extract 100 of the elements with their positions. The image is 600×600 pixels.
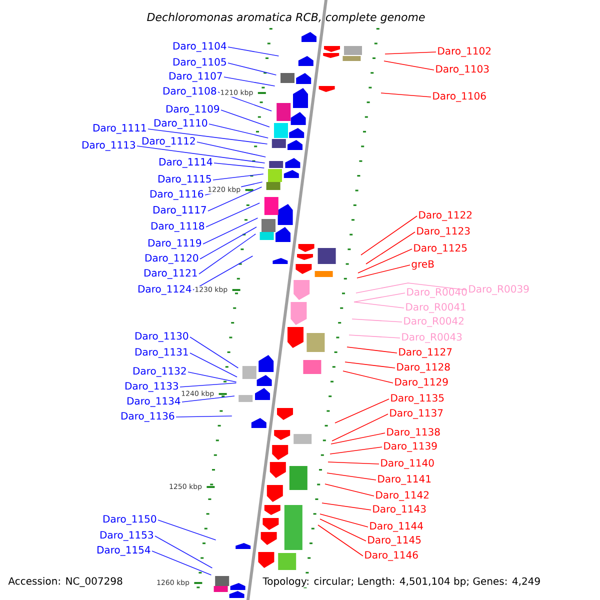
- gene-label: Daro_1145: [368, 536, 421, 546]
- gene-label: Daro_1105: [174, 58, 226, 68]
- leader-line: [188, 372, 237, 382]
- leader-line: [356, 282, 468, 294]
- gene-label: Daro_1130: [136, 332, 188, 342]
- leader-line: [358, 248, 412, 274]
- leader-line: [192, 256, 254, 290]
- leader-line: [334, 398, 390, 424]
- gene-label: Daro_R0041: [406, 303, 466, 313]
- gene-label: Daro_1121: [144, 269, 197, 279]
- gene-label: Daro_1146: [365, 551, 418, 561]
- leader-line: [228, 62, 277, 76]
- gene-label: Daro_1125: [414, 244, 467, 254]
- leader-line: [366, 232, 416, 264]
- leader-line: [326, 472, 376, 480]
- gene-label: Daro_1138: [387, 428, 440, 438]
- gene-label: Daro_1124: [138, 285, 192, 295]
- gene-label: Daro_1140: [381, 459, 434, 469]
- leader-line: [202, 218, 258, 244]
- leader-line: [208, 186, 262, 212]
- leader-line: [180, 382, 237, 388]
- gene-label: Daro_1106: [433, 92, 486, 102]
- leader-line: [182, 396, 235, 402]
- leader-line: [158, 520, 216, 540]
- gene-label: Daro_1108: [164, 87, 216, 97]
- leader-line: [330, 446, 382, 454]
- gene-label: Daro_1128: [397, 363, 450, 373]
- gene-label: greB: [412, 260, 434, 270]
- gene-label: Daro_1129: [395, 378, 448, 388]
- gene-label: Daro_1153: [100, 531, 153, 541]
- gene-label: Daro_1154: [98, 546, 150, 556]
- leader-line: [328, 462, 380, 464]
- leader-line: [148, 128, 268, 144]
- leader-line: [360, 216, 418, 256]
- leader-line: [348, 334, 400, 338]
- title: Dechloromonas aromatica RCB, complete genome: [147, 12, 425, 24]
- leader-line: [346, 346, 398, 354]
- leader-line: [322, 502, 372, 510]
- gene-label: Daro_1135: [391, 394, 444, 404]
- gene-label: Daro_1139: [384, 442, 437, 452]
- leader-line: [212, 174, 264, 180]
- gene-label: Daro_1133: [126, 382, 178, 392]
- gene-label: Daro_1141: [378, 475, 431, 485]
- leader-line: [320, 518, 366, 542]
- gene-label: Daro_1150: [104, 515, 156, 525]
- gene-label: Daro_1123: [417, 227, 470, 237]
- leader-line: [228, 46, 280, 56]
- leader-line: [220, 110, 270, 128]
- gene-label: Daro_1104: [174, 42, 226, 52]
- gene-label: Daro_1142: [376, 491, 428, 501]
- gene-label: Daro_1131: [136, 348, 188, 358]
- gene-label: Daro_1119: [148, 239, 202, 249]
- leader-line: [344, 362, 396, 368]
- gene-label: Daro_1117: [154, 206, 206, 216]
- gene-label: Daro_1115: [158, 175, 211, 185]
- leader-line: [224, 76, 276, 86]
- gene-label: Daro_1132: [134, 367, 186, 377]
- leader-line: [206, 202, 260, 228]
- leader-line: [356, 264, 410, 278]
- gene-label: Daro_1112: [142, 137, 195, 147]
- gene-label: Daro_1144: [370, 522, 423, 532]
- leader-line: [320, 514, 368, 528]
- gene-label: Daro_1110: [154, 119, 208, 129]
- topology-text: Topology: circular; Length: 4,501,104 bp; Genes: 4,249: [262, 576, 542, 588]
- gene-label: Daro_1109: [166, 105, 220, 115]
- leader-line: [332, 414, 388, 442]
- gene-label: Daro_1114: [160, 158, 212, 168]
- leader-line: [198, 234, 256, 274]
- gene-label: Daro_1137: [390, 409, 443, 419]
- gene-label: Daro_1127: [399, 348, 452, 358]
- gene-label: Daro_R0040: [407, 288, 467, 298]
- leader-line: [190, 352, 238, 378]
- gene-label: Daro_1111: [94, 124, 146, 134]
- gene-label: Daro_1107: [170, 72, 222, 82]
- gene-label: Daro_R0039: [469, 285, 529, 295]
- leader-line: [152, 550, 212, 576]
- leader-line: [136, 146, 266, 164]
- leader-line: [324, 484, 374, 496]
- leader-line: [208, 124, 268, 138]
- leader-line: [318, 524, 364, 556]
- gene-label: Daro_1113: [82, 141, 135, 151]
- leader-line: [342, 370, 394, 384]
- leader-line: [354, 302, 404, 308]
- gene-label: Daro_1136: [122, 412, 174, 422]
- leader-line: [354, 292, 406, 302]
- gene-label: Daro_1120: [146, 254, 198, 264]
- leader-line: [154, 536, 213, 568]
- gene-label: Daro_1103: [436, 65, 489, 75]
- gene-label: Daro_1118: [152, 222, 204, 232]
- gene-label: Daro_R0043: [402, 333, 462, 343]
- gene-label: Daro_1102: [438, 47, 490, 57]
- leader-line: [352, 318, 402, 322]
- leader-line: [190, 336, 239, 368]
- gene-label: Daro_1122: [419, 211, 472, 221]
- accession-text: Accession: NC_007298: [8, 577, 122, 587]
- gene-label: Daro_R0042: [404, 317, 464, 327]
- leader-line: [214, 162, 265, 168]
- gene-label: Daro_1143: [373, 505, 426, 515]
- leader-line: [196, 142, 266, 158]
- gene-label: Daro_1134: [128, 397, 180, 407]
